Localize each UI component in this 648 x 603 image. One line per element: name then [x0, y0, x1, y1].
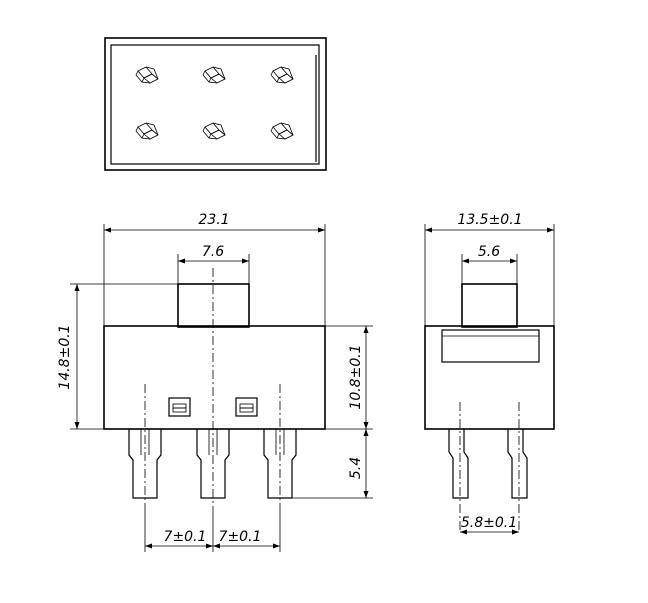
solder-terminal-icon: [270, 66, 294, 84]
front-pin: [263, 429, 297, 499]
dim-side-actuator-width: 5.6: [478, 244, 500, 260]
solder-terminal-icon: [202, 122, 226, 140]
solder-terminal-icon: [135, 122, 159, 140]
dim-body-height: 10.8±0.1: [348, 344, 364, 409]
dim-side-pin-pitch: 5.8±0.1: [461, 515, 517, 531]
side-actuator: [461, 283, 518, 328]
dim-front-width: 23.1: [198, 212, 229, 228]
front-pin: [128, 429, 162, 499]
top-view-inner-frame: [110, 44, 320, 165]
front-pin-inner: [275, 429, 285, 455]
dim-actuator-width: 7.6: [202, 244, 224, 260]
side-pin: [448, 429, 469, 499]
front-pin-inner: [140, 429, 150, 455]
front-pin: [196, 429, 230, 499]
top-view-outer-frame: [104, 37, 327, 171]
front-dimensions: 23.1 7.6 14.8±0.1 10.8±0.1 5.4 7±0.1 7±0…: [57, 212, 373, 552]
front-body: [103, 325, 326, 430]
indicator-window: [168, 397, 191, 417]
side-pin: [507, 429, 528, 499]
solder-terminal-icon: [202, 66, 226, 84]
dim-pitch-left: 7±0.1: [164, 529, 207, 545]
side-body: [424, 325, 555, 430]
top-view: [104, 37, 327, 171]
front-actuator: [177, 283, 250, 328]
front-view: [103, 268, 326, 508]
dim-pitch-right: 7±0.1: [219, 529, 262, 545]
front-pin-inner: [208, 429, 218, 455]
indicator-window: [235, 397, 258, 417]
solder-terminal-icon: [270, 122, 294, 140]
dim-pin-length: 5.4: [348, 457, 364, 479]
side-dimensions: 13.5±0.1 5.6 5.8±0.1: [424, 212, 555, 535]
side-view: [424, 283, 555, 532]
dim-total-height: 14.8±0.1: [57, 324, 73, 389]
solder-terminal-icon: [135, 66, 159, 84]
side-slot: [441, 329, 540, 363]
dim-side-width: 13.5±0.1: [457, 212, 522, 228]
